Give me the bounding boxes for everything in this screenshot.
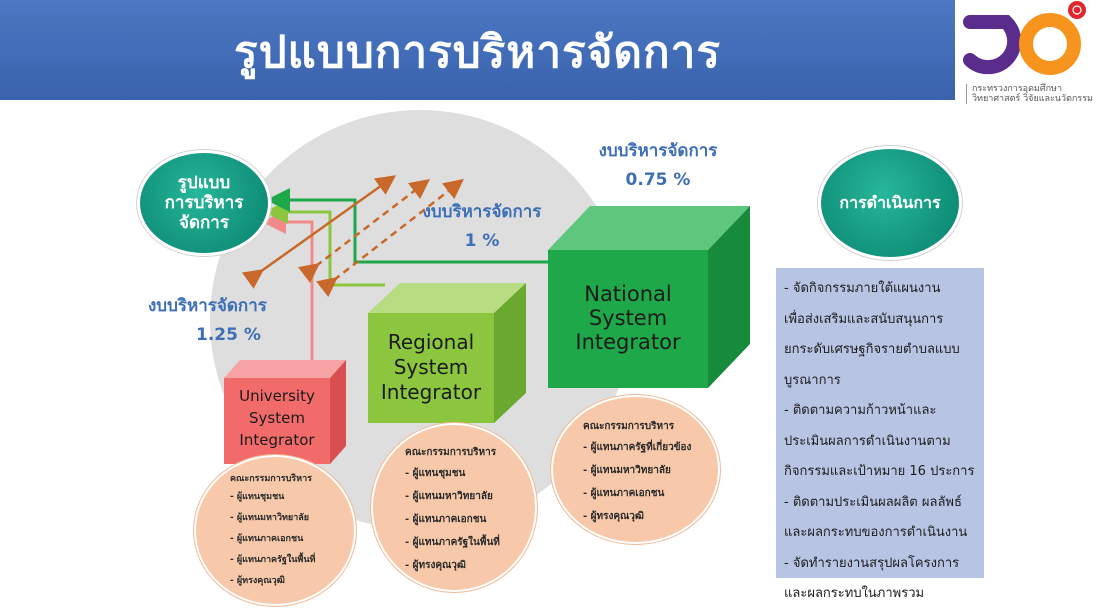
operations-label: การดำเนินการ	[839, 192, 941, 212]
operations-node: การดำเนินการ	[818, 146, 962, 260]
operations-line: เพื่อส่งเสริมและสนับสนุนการ	[784, 311, 944, 327]
national-line1: National	[584, 282, 672, 306]
budget-national-value: 0.75 %	[625, 170, 691, 190]
budget-university-value: 1.25 %	[196, 325, 261, 345]
national-line2: System	[588, 306, 668, 330]
budget-regional-label: งบบริหารจัดการ	[422, 202, 542, 222]
budget-university: งบบริหารจัดการ 1.25 %	[148, 292, 288, 350]
logo-caption-line2: วิทยาศาสตร์ วิจัยและนวัตกรรม	[972, 94, 1093, 104]
logo-caption: กระทรวงการอุดมศึกษา วิทยาศาสตร์ วิจัยและ…	[966, 84, 1093, 104]
regional-integrator-label: Regional System Integrator	[368, 330, 494, 405]
operations-line: - จัดทำรายงานสรุปผลโครงการ	[784, 555, 960, 571]
management-model-line3: จัดการ	[179, 213, 229, 233]
regional-line1: Regional	[387, 330, 475, 354]
budget-national: งบบริหารจัดการ 0.75 %	[598, 137, 718, 195]
regional-committee-item: - ผู้แทนมหาวิทยาลัย	[405, 491, 493, 502]
page-title: รูปแบบการบริหารจัดการ	[233, 27, 721, 78]
management-model-line2: การบริหาร	[164, 193, 244, 213]
national-committee-item: - ผู้แทนภาครัฐที่เกี่ยวข้อง	[583, 442, 692, 453]
operations-line: และผลกระทบของการดำเนินงาน	[784, 525, 968, 540]
regional-line3: Integrator	[380, 380, 482, 404]
university-committee-item: - ผู้แทนภาครัฐในพื้นที่	[230, 555, 316, 565]
university-line1: University	[239, 387, 315, 405]
regional-committee-title: คณะกรรมการบริหาร	[405, 447, 497, 458]
operations-line: - ติดตามความก้าวหน้าและ	[784, 403, 937, 418]
regional-committee-item: - ผู้แทนภาครัฐในพื้นที่	[405, 537, 500, 548]
national-committee: คณะกรรมการบริหาร - ผู้แทนภาครัฐที่เกี่ยว…	[553, 397, 718, 542]
regional-cube	[368, 283, 526, 423]
management-model-line1: รูปแบบ	[177, 173, 231, 193]
operations-details-box: - จัดกิจกรรมภายใต้แผนงาน เพื่อส่งเสริมแล…	[776, 268, 984, 601]
university-committee-item: - ผู้แทนชุมชน	[230, 492, 285, 502]
budget-regional-value: 1 %	[464, 231, 500, 251]
operations-line: กิจกรรมและเป้าหมาย 16 ประการ	[784, 464, 975, 479]
university-committee-item: - ผู้แทนมหาวิทยาลัย	[230, 513, 310, 523]
management-arrow-dashed-1	[298, 178, 430, 284]
management-model-node: รูปแบบ การบริหาร จัดการ	[137, 150, 271, 256]
logo-caption-line1: กระทรวงการอุดมศึกษา	[972, 84, 1062, 94]
national-committee-item: - ผู้แทนภาคเอกชน	[583, 488, 665, 499]
university-integrator-label: University System Integrator	[224, 385, 330, 451]
regional-committee-item: - ผู้แทนภาคเอกชน	[405, 514, 487, 525]
university-cube	[224, 360, 346, 464]
university-committee-item: - ผู้แทนภาคเอกชน	[230, 534, 304, 544]
operations-line: - ติดตามประเมินผลผลิต ผลลัพธ์	[784, 494, 962, 510]
ministry-logo-icon	[963, 1, 1086, 75]
regional-committee-item: - ผู้แทนชุมชน	[405, 468, 466, 479]
university-committee-title: คณะกรรมการบริหาร	[230, 474, 312, 484]
operations-line: - จัดกิจกรรมภายใต้แผนงาน	[784, 281, 941, 296]
regional-line2: System	[393, 355, 469, 379]
operations-line: ยกระดับเศรษฐกิจรายตำบลแบบ	[784, 342, 960, 357]
university-committee: คณะกรรมการบริหาร - ผู้แทนชุมชน - ผู้แทนม…	[196, 457, 354, 604]
national-cube	[548, 206, 750, 388]
management-arrow-dashed-2	[316, 178, 464, 298]
operations-line: บูรณาการ	[784, 372, 841, 388]
national-committee-item: - ผู้ทรงคุณวุฒิ	[583, 511, 644, 522]
regional-committee: คณะกรรมการบริหาร - ผู้แทนชุมชน - ผู้แทนม…	[373, 425, 535, 590]
budget-regional: งบบริหารจัดการ 1 %	[412, 198, 552, 256]
budget-university-label: งบบริหารจัดการ	[148, 296, 267, 316]
national-committee-title: คณะกรรมการบริหาร	[583, 421, 675, 432]
header-banner	[0, 0, 955, 100]
national-committee-item: - ผู้แทนมหาวิทยาลัย	[583, 465, 671, 476]
budget-national-label: งบบริหารจัดการ	[598, 141, 718, 161]
university-line3: Integrator	[239, 431, 315, 449]
national-line3: Integrator	[575, 330, 681, 354]
university-committee-item: - ผู้ทรงคุณวุฒิ	[230, 576, 285, 586]
operations-line: ประเมินผลการดำเนินงานตาม	[784, 433, 951, 449]
regional-committee-item: - ผู้ทรงคุณวุฒิ	[405, 560, 466, 571]
national-integrator-label: National System Integrator	[548, 282, 708, 354]
university-line2: System	[249, 409, 305, 427]
operations-line: และผลกระทบในภาพรวม	[784, 586, 925, 601]
